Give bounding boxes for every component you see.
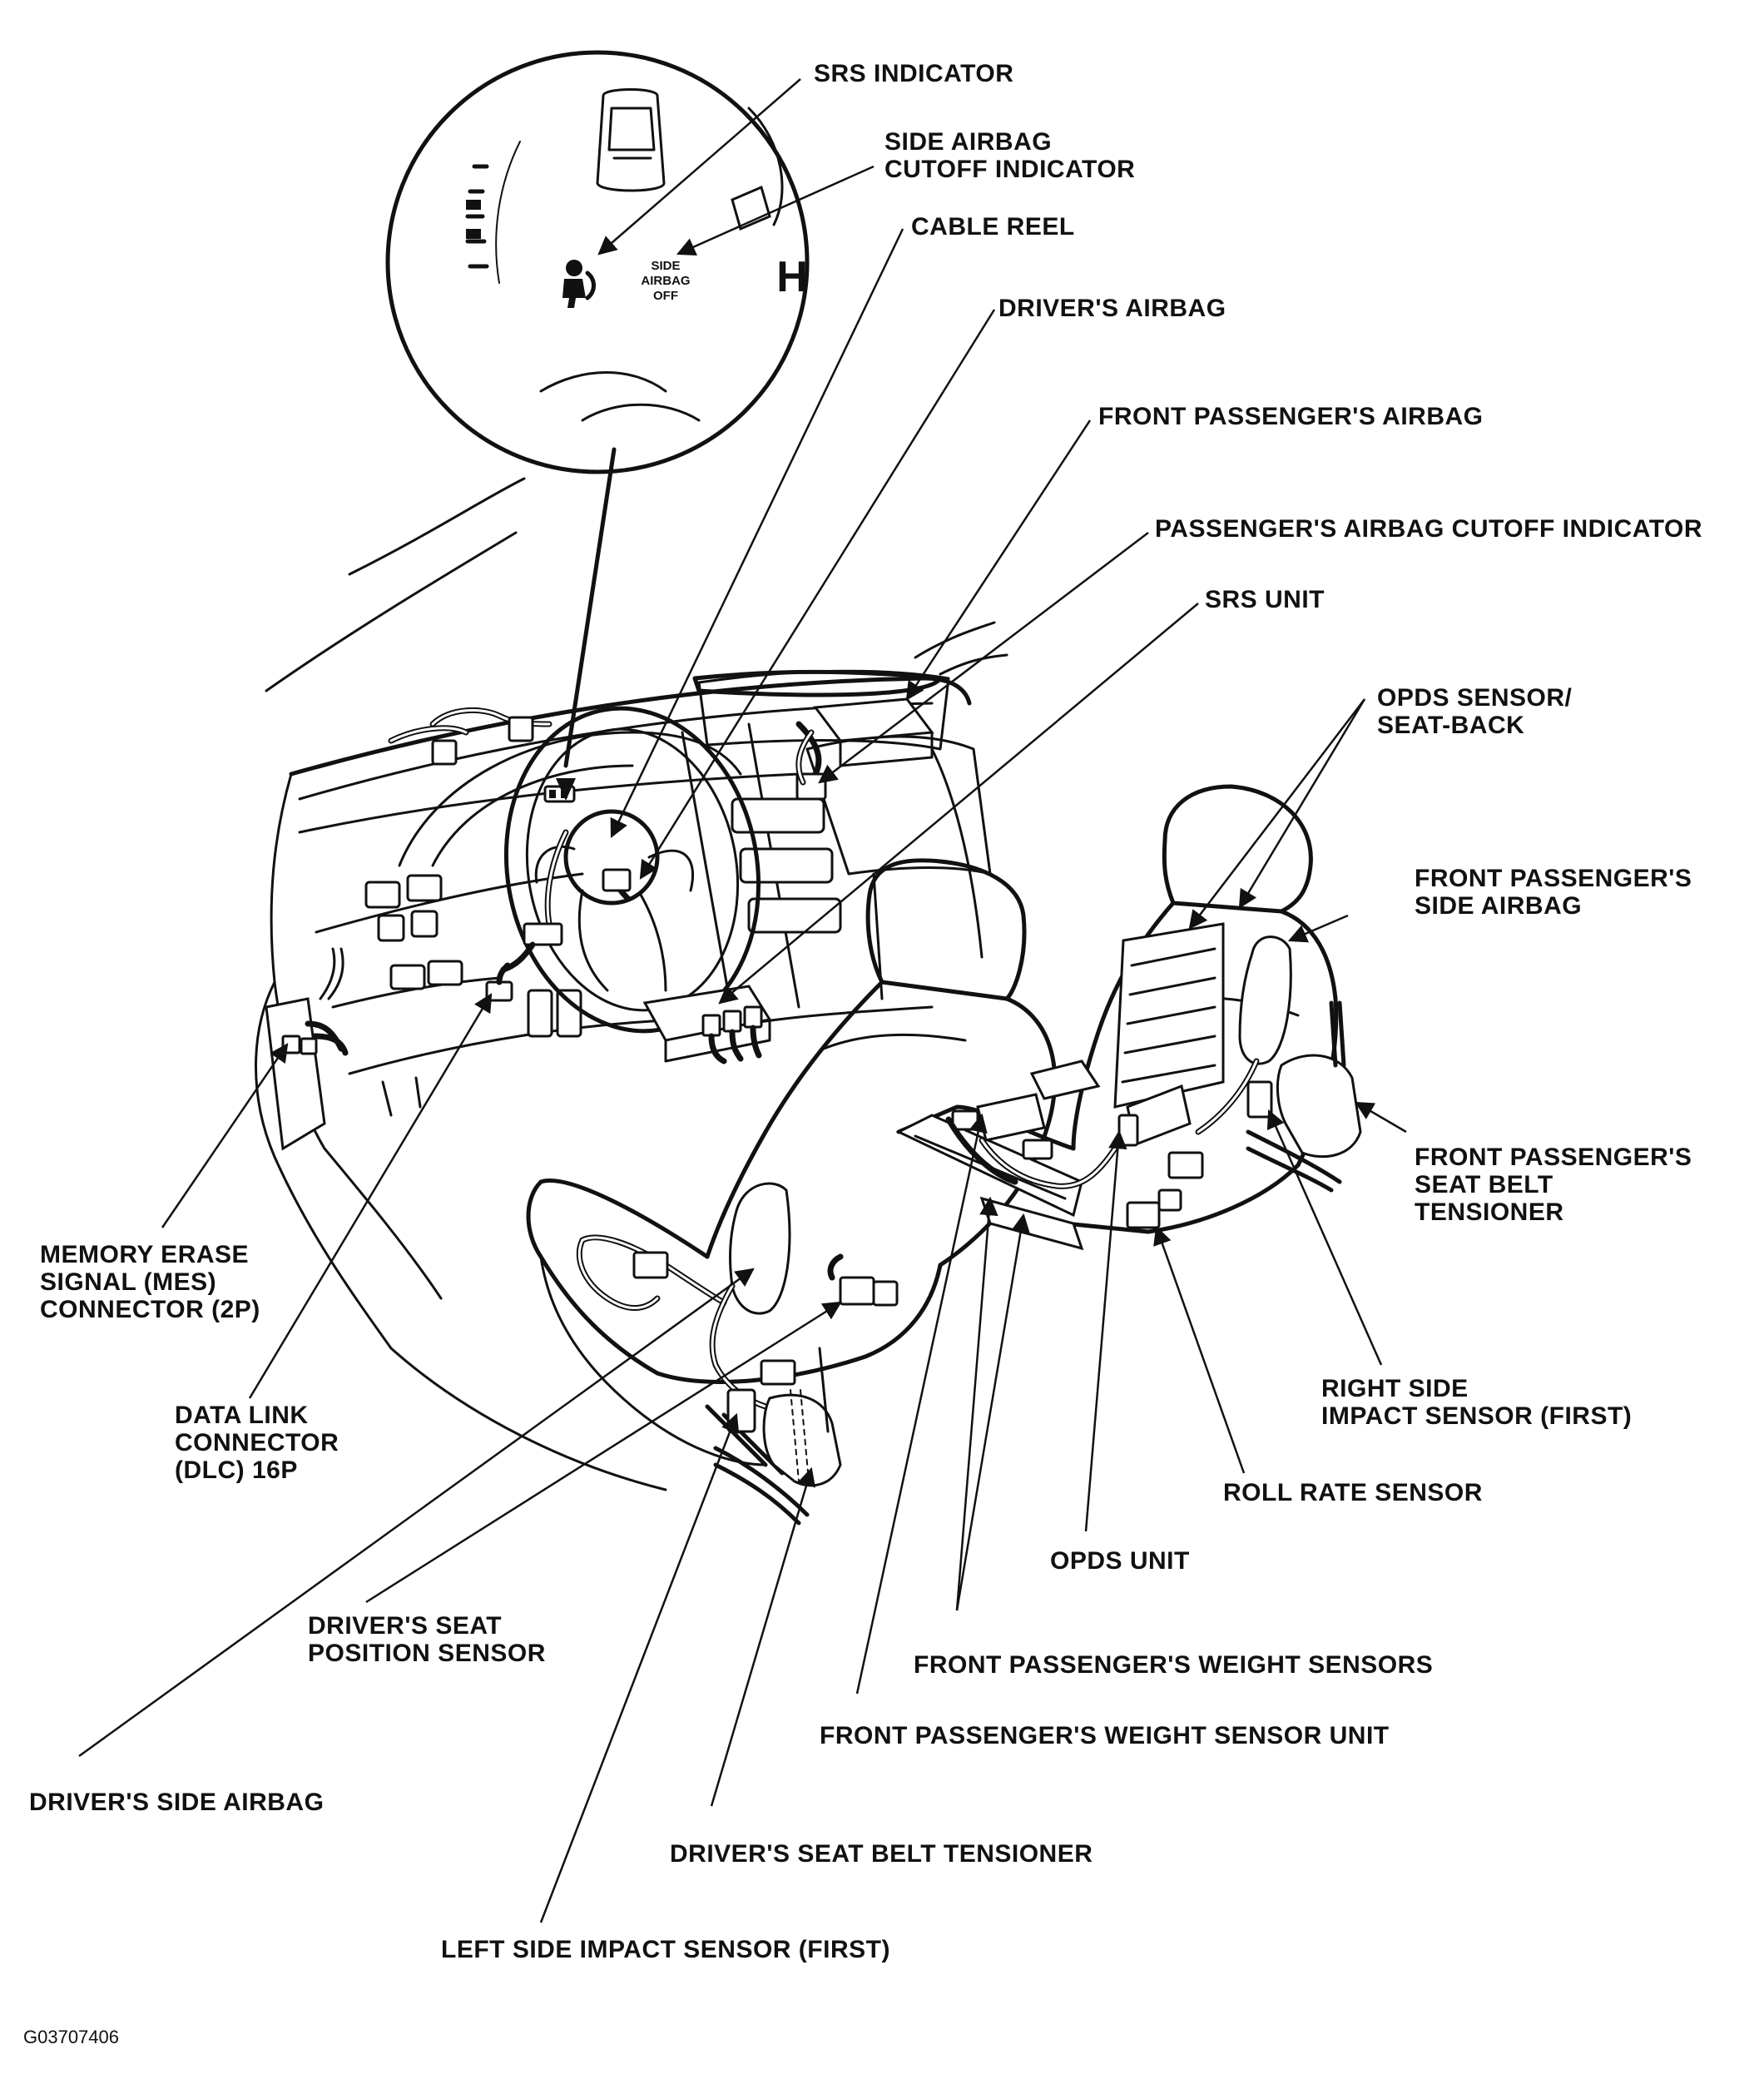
srs-indicator-icon [562,260,596,308]
label-opds-sensor-seat-back-1: OPDS SENSOR/ [1377,684,1573,712]
side-airbag-off-line-2: AIRBAG [641,274,690,288]
car-silhouette-icon [596,88,666,192]
leader-lines [78,78,1407,1923]
label-roll-rate-sensor: ROLL RATE SENSOR [1223,1479,1483,1506]
label-right-side-impact-sensor-1: RIGHT SIDE [1321,1375,1469,1402]
figure-code: G03707406 [23,2027,119,2047]
label-srs-indicator: SRS INDICATOR [814,60,1013,87]
dlc-connector-drawing [485,962,513,1002]
label-side-airbag-cutoff-indicator-2: CUTOFF INDICATOR [884,156,1135,183]
callout-labels: SRS INDICATOR SIDE AIRBAG CUTOFF INDICAT… [29,60,1702,1963]
label-opds-unit: OPDS UNIT [1050,1547,1190,1575]
drivers-seat-drawing [389,858,1058,1526]
inset-pointer-arrowhead [556,778,576,801]
label-drivers-seat-position-sensor-2: POSITION SENSOR [308,1640,546,1667]
label-drivers-seat-belt-tensioner: DRIVER'S SEAT BELT TENSIONER [670,1840,1093,1868]
label-side-airbag-cutoff-indicator-1: SIDE AIRBAG [884,128,1052,156]
steering-wheel-drawing [500,706,761,1034]
label-front-passengers-weight-sensor-unit: FRONT PASSENGER'S WEIGHT SENSOR UNIT [820,1722,1390,1749]
label-opds-sensor-seat-back-2: SEAT-BACK [1377,712,1524,739]
label-srs-unit: SRS UNIT [1205,586,1325,613]
label-cable-reel: CABLE REEL [911,213,1075,241]
label-front-passengers-weight-sensors: FRONT PASSENGER'S WEIGHT SENSORS [914,1651,1433,1679]
label-passengers-airbag-cutoff-indicator: PASSENGER'S AIRBAG CUTOFF INDICATOR [1155,515,1702,543]
label-front-passengers-seat-belt-tensioner-3: TENSIONER [1415,1198,1564,1226]
label-front-passengers-side-airbag-2: SIDE AIRBAG [1415,892,1582,920]
front-passenger-airbag-drawing [692,670,943,786]
label-front-passengers-side-airbag-1: FRONT PASSENGER'S [1415,865,1692,892]
side-airbag-off-line-3: OFF [653,289,678,303]
dashboard-drawing [255,477,1008,1350]
label-data-link-connector-1: DATA LINK [175,1402,309,1429]
label-front-passengers-seat-belt-tensioner-1: FRONT PASSENGER'S [1415,1144,1692,1171]
label-memory-erase-signal-connector-2: SIGNAL (MES) [40,1268,216,1296]
mes-connector-drawing [265,947,349,1151]
label-drivers-seat-position-sensor-1: DRIVER'S SEAT [308,1612,502,1640]
srs-unit-drawing [642,985,772,1064]
inset-pointer-line [563,447,617,768]
label-front-passengers-seat-belt-tensioner-2: SEAT BELT [1415,1171,1553,1198]
label-memory-erase-signal-connector-3: CONNECTOR (2P) [40,1296,260,1323]
label-drivers-airbag: DRIVER'S AIRBAG [998,295,1226,322]
side-airbag-off-line-1: SIDE [651,259,680,273]
instrument-cluster-inset: SIDE AIRBAG OFF H [385,50,810,474]
label-memory-erase-signal-connector-1: MEMORY ERASE [40,1241,249,1268]
label-drivers-side-airbag: DRIVER'S SIDE AIRBAG [29,1789,324,1816]
label-right-side-impact-sensor-2: IMPACT SENSOR (FIRST) [1321,1402,1632,1430]
label-left-side-impact-sensor: LEFT SIDE IMPACT SENSOR (FIRST) [441,1936,890,1963]
label-data-link-connector-3: (DLC) 16P [175,1456,298,1484]
label-front-passengers-airbag: FRONT PASSENGER'S AIRBAG [1098,403,1484,430]
label-data-link-connector-2: CONNECTOR [175,1429,339,1456]
gear-letter-h: H [776,253,808,301]
